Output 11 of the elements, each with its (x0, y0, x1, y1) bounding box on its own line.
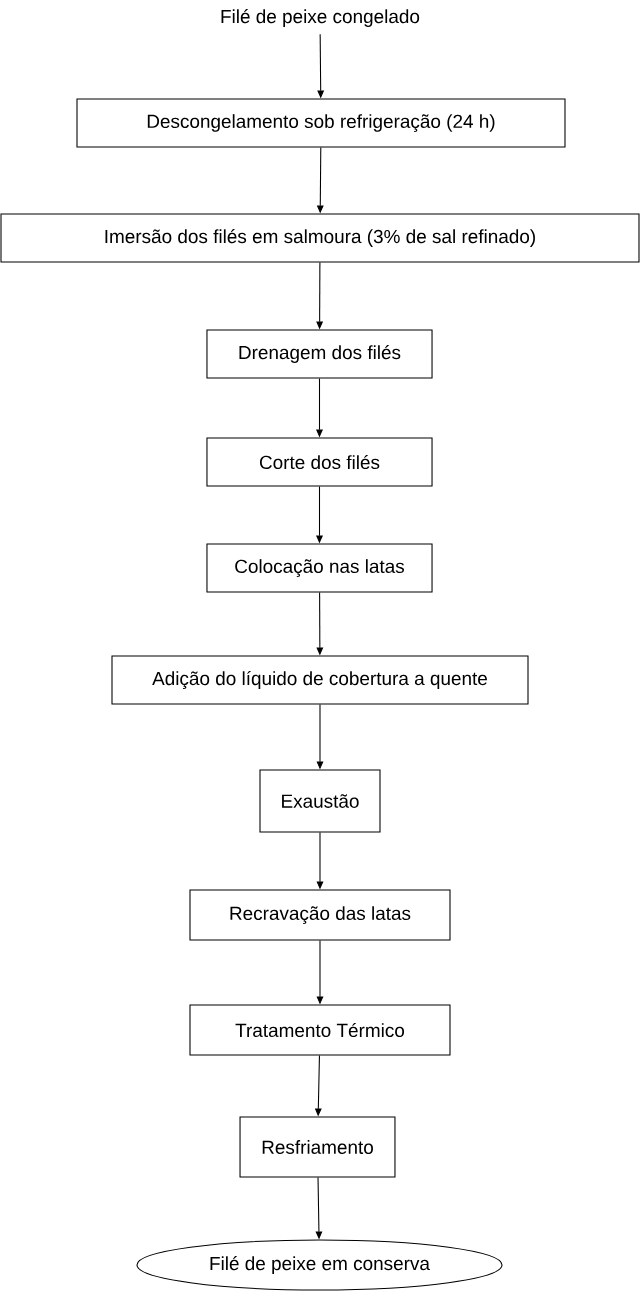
process-box: Resfriamento (239, 1116, 396, 1178)
process-box: Exaustão (259, 769, 381, 833)
process-box: Tratamento Térmico (189, 1004, 451, 1056)
process-box: Corte dos filés (206, 437, 433, 487)
process-box: Imersão dos filés em salmoura (3% de sal refinado) (0, 213, 640, 263)
process-box: Drenagem dos filés (206, 329, 433, 379)
process-box: Colocação nas latas (206, 543, 433, 593)
start-label: Filé de peixe congelado (221, 9, 420, 27)
process-box: Descongelamento sob refrigeração (24 h) (76, 98, 566, 148)
process-box: Recravação das latas (189, 889, 451, 941)
process-box: Adição do líquido de cobertura a quente (111, 655, 529, 705)
